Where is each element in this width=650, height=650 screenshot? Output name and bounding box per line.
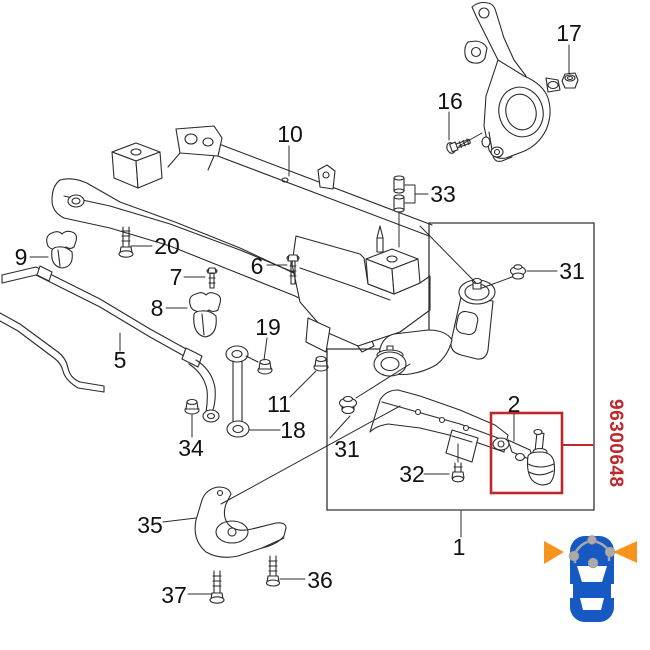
part-label-34[interactable]: 34 [178, 435, 204, 461]
leader-lines [29, 44, 570, 595]
part-label-37[interactable]: 37 [161, 582, 187, 608]
nut-17-drawing [561, 72, 579, 89]
part-label-18[interactable]: 18 [280, 417, 306, 443]
sway-bar-clamp-9-drawing [46, 230, 78, 269]
part-label-7[interactable]: 7 [170, 264, 183, 290]
part-labels: 1 2 5 6 7 8 9 10 11 16 17 18 19 20 31 31… [15, 20, 585, 608]
part-label-35[interactable]: 35 [137, 512, 163, 538]
nut-34-drawing [184, 398, 200, 415]
car-location-badge [544, 535, 637, 622]
sway-bar-clamp-8-drawing [189, 292, 222, 338]
bolt-32-drawing [451, 462, 465, 483]
nut-19-drawing [257, 358, 273, 375]
part-number-vertical[interactable]: 96300648 [605, 399, 626, 488]
bolt-6-drawing [286, 254, 300, 285]
arrow-right-triangle-icon [544, 541, 564, 564]
part-label-32[interactable]: 32 [399, 461, 425, 487]
part-label-5[interactable]: 5 [114, 347, 127, 373]
part-label-11[interactable]: 11 [267, 391, 291, 417]
bolt-37-drawing [209, 570, 225, 604]
sway-bar-drawing [0, 265, 220, 423]
part-label-19[interactable]: 19 [255, 314, 281, 340]
part-label-10[interactable]: 10 [277, 121, 303, 147]
part-label-31-left[interactable]: 31 [334, 436, 360, 462]
bolt-20-drawing [118, 226, 134, 258]
part-label-6[interactable]: 6 [251, 253, 264, 279]
bolt-16-drawing [446, 138, 472, 154]
part-label-8[interactable]: 8 [151, 295, 164, 321]
arrow-left-triangle-icon [613, 541, 637, 563]
control-arm-drawing [369, 277, 509, 463]
bolt-7-drawing [206, 267, 218, 289]
subframe-drawing [51, 125, 433, 353]
bracket-35-drawing [194, 486, 287, 558]
ball-joint-drawing [492, 428, 556, 486]
part-label-20[interactable]: 20 [154, 233, 180, 259]
bolt-36-drawing [265, 555, 281, 587]
highlight-box[interactable] [489, 411, 564, 495]
part-label-2[interactable]: 2 [508, 391, 521, 417]
pins-33-drawing [393, 175, 405, 213]
part-label-9[interactable]: 9 [15, 244, 28, 270]
bushing-31-right-drawing [509, 264, 527, 280]
part-label-36[interactable]: 36 [307, 567, 333, 593]
bushing-31-left-drawing [338, 395, 358, 415]
car-top-view-icon [568, 535, 616, 622]
part-label-33[interactable]: 33 [430, 181, 456, 207]
part-label-17[interactable]: 17 [556, 20, 582, 46]
nut-11-drawing [313, 355, 329, 372]
stabilizer-link-drawing [225, 345, 259, 438]
steering-knuckle-drawing [464, 1, 561, 162]
part-label-1[interactable]: 1 [453, 534, 466, 560]
part-label-16[interactable]: 16 [437, 88, 463, 114]
part-label-31-right[interactable]: 31 [559, 258, 585, 284]
